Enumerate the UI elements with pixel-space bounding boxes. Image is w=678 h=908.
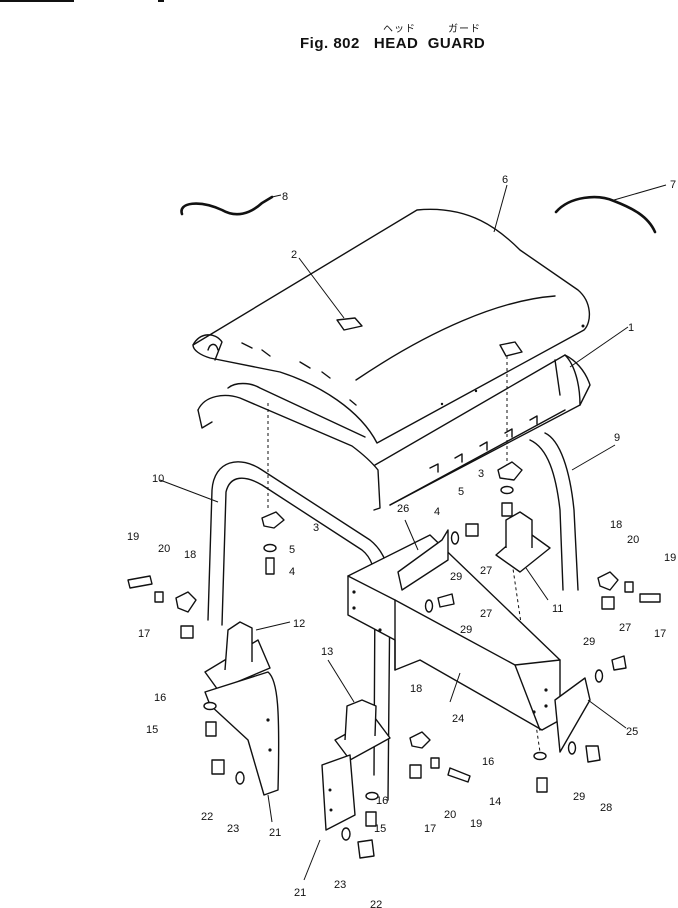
callout-11: 11	[552, 603, 563, 615]
callout-29: 29	[450, 571, 462, 583]
figure-header: ヘッド ガード Fig. 802 HEAD GUARD	[0, 0, 678, 60]
bracket-26	[397, 519, 449, 591]
base-mount-right	[495, 511, 551, 601]
fig-number: 802	[333, 35, 360, 52]
callout-5: 5	[458, 486, 464, 498]
fasteners	[127, 461, 661, 859]
callout-23: 23	[334, 879, 346, 891]
callout-29: 29	[583, 636, 595, 648]
leader-6	[493, 184, 508, 233]
callout-27: 27	[619, 622, 631, 634]
callout-21: 21	[294, 887, 306, 899]
callout-18: 18	[410, 683, 422, 695]
callout-23: 23	[227, 823, 239, 835]
callout-9: 9	[614, 432, 620, 444]
fig-label: Fig.	[300, 35, 329, 52]
callout-18: 18	[610, 519, 622, 531]
callout-20: 20	[158, 543, 170, 555]
callout-18: 18	[184, 549, 196, 561]
callout-20: 20	[627, 534, 639, 546]
callout-3: 3	[313, 522, 319, 534]
header-rule	[0, 0, 74, 2]
canopy-panel	[192, 208, 591, 444]
callout-15: 15	[374, 823, 386, 835]
callout-5: 5	[289, 544, 295, 556]
callout-17: 17	[654, 628, 666, 640]
callout-21: 21	[269, 827, 281, 839]
base-mount-left	[204, 621, 291, 691]
trim-strip-right	[554, 184, 667, 234]
callout-17: 17	[424, 823, 436, 835]
title-head: HEAD	[373, 35, 419, 52]
callout-8: 8	[282, 191, 288, 203]
callout-19: 19	[127, 531, 139, 543]
base-mount-center	[327, 659, 391, 761]
callout-4: 4	[434, 506, 440, 518]
callout-2: 2	[291, 249, 297, 261]
trim-strip-left	[180, 194, 282, 216]
callout-16: 16	[376, 795, 388, 807]
callout-26: 26	[397, 503, 409, 515]
callout-19: 19	[664, 552, 676, 564]
callout-19: 19	[470, 818, 482, 830]
callout-29: 29	[573, 791, 585, 803]
callout-13: 13	[321, 646, 333, 658]
kana-guard: ガード	[448, 24, 481, 35]
callout-25: 25	[626, 726, 638, 738]
callout-14: 14	[489, 796, 501, 808]
callout-1: 1	[628, 322, 634, 334]
callout-22: 22	[201, 811, 213, 823]
bracket-plate-center	[303, 754, 356, 881]
callout-27: 27	[480, 608, 492, 620]
callout-7: 7	[670, 179, 676, 191]
callout-24: 24	[452, 713, 464, 725]
bracket-plate-left	[204, 671, 280, 823]
figure-title: Fig. 802 HEAD GUARD	[300, 35, 485, 52]
tube-right	[529, 432, 616, 591]
callout-12: 12	[293, 618, 305, 630]
callout-27: 27	[480, 565, 492, 577]
callout-20: 20	[444, 809, 456, 821]
canopy-frame	[197, 326, 629, 511]
title-guard: GUARD	[427, 35, 486, 52]
callout-29: 29	[460, 624, 472, 636]
callout-17: 17	[138, 628, 150, 640]
clamp-outline	[499, 341, 523, 357]
header-mark	[158, 0, 164, 2]
callout-6: 6	[502, 174, 508, 186]
kana-head: ヘッド	[383, 24, 416, 35]
side-plate	[554, 677, 627, 753]
callout-16: 16	[482, 756, 494, 768]
callout-22: 22	[370, 899, 382, 908]
callout-3: 3	[478, 468, 484, 480]
callout-16: 16	[154, 692, 166, 704]
callout-10: 10	[152, 473, 164, 485]
callout-4: 4	[289, 566, 295, 578]
callout-28: 28	[600, 802, 612, 814]
leader-2	[298, 257, 345, 319]
callout-15: 15	[146, 724, 158, 736]
